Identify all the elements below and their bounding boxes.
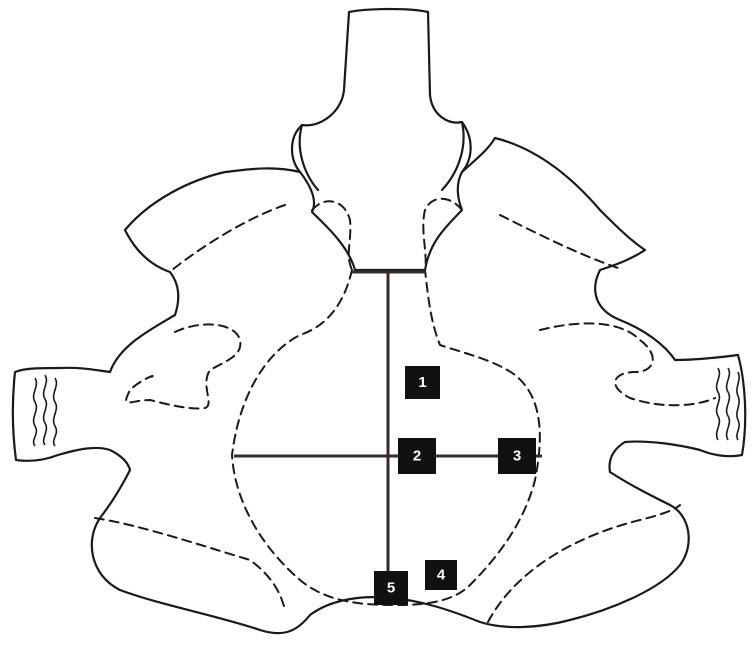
spinous-process bbox=[292, 9, 471, 270]
marker-5: 5 bbox=[374, 571, 408, 605]
svg-text:3: 3 bbox=[513, 448, 521, 465]
marker-2: 2 bbox=[398, 438, 436, 474]
marker-3: 3 bbox=[498, 438, 536, 474]
marker-4: 4 bbox=[425, 560, 457, 590]
marker-1: 1 bbox=[405, 366, 440, 399]
left-lamina bbox=[60, 168, 300, 372]
svg-text:4: 4 bbox=[437, 567, 446, 584]
svg-text:5: 5 bbox=[387, 580, 395, 597]
right-articular-contour bbox=[488, 215, 715, 622]
measurement-lines bbox=[234, 272, 542, 606]
left-transverse-process bbox=[13, 368, 130, 470]
left-articular-contour bbox=[95, 205, 285, 610]
vertebral-foramen-contour bbox=[232, 270, 540, 605]
right-lamina bbox=[462, 138, 738, 360]
svg-text:2: 2 bbox=[413, 448, 421, 465]
svg-text:1: 1 bbox=[418, 374, 426, 391]
vertebral-body-outline bbox=[92, 470, 689, 633]
